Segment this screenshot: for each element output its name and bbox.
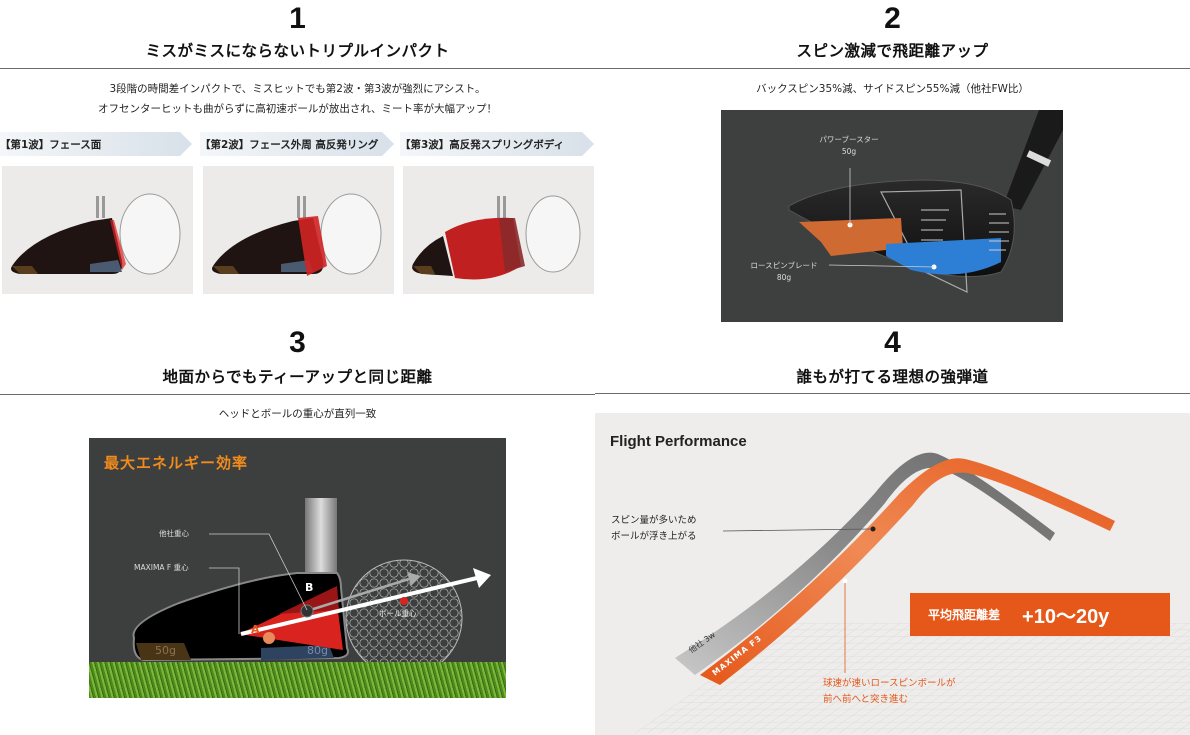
center-of-gravity-diagram: 最大エネルギー効率 B A 他社重	[89, 438, 506, 698]
diagram-heading: 最大エネルギー効率	[104, 454, 249, 472]
grass-ground	[89, 662, 506, 698]
competitor-cg-label: 他社重心	[159, 529, 189, 538]
club-impact-illustration-3	[412, 195, 581, 280]
power-booster-callout: パワーブースター 50g	[799, 134, 899, 158]
wave-3-label: 【第3波】高反発スプリングボディ	[400, 132, 594, 156]
section-1-lead-line-2: オフセンターヒットも曲がらずに高初速ボールが放出され、ミート率が大幅アップ！	[98, 103, 497, 115]
competitor-note-line-2: ボールが浮き上がる	[611, 531, 697, 542]
badge-value: +10〜20y	[1022, 606, 1110, 628]
section-3-title: 地面からでもティーアップと同じ距離	[162, 368, 433, 386]
section-4-number: 4	[884, 326, 901, 359]
power-booster-weight: 50g	[841, 147, 857, 156]
club-head-cutaway-image: パワーブースター 50g ロースピンブレード 80g	[721, 110, 1063, 322]
maxima-note-line-1: 球速が速いロースピンボールが	[823, 678, 956, 689]
point-a-label: A	[251, 623, 260, 636]
competitor-note-line-1: スピン量が多いため	[611, 515, 697, 526]
club-head-cutaway-illustration	[788, 110, 1063, 293]
point-b-label: B	[305, 581, 314, 594]
low-spin-blade-weight: 80g	[776, 273, 792, 282]
trajectory-ribbons	[675, 452, 1115, 685]
impact-panel-1	[2, 166, 193, 294]
flight-performance-chart: Flight Performance 他社 3w MAXIMA F3 スピン量が…	[595, 413, 1190, 735]
maxima-cg-label: MAXIMA F 重心	[134, 563, 189, 572]
club-ball-cg-illustration	[132, 498, 491, 677]
section-3-divider	[0, 394, 595, 395]
section-1-title: ミスがミスにならないトリプルインパクト	[145, 42, 450, 60]
club-impact-illustration-2	[212, 193, 382, 276]
section-1-number: 1	[289, 2, 306, 35]
distance-gain-badge: 平均飛距離差 +10〜20y	[910, 593, 1170, 636]
maxima-note-line-2: 前へ前へと突き進む	[823, 694, 909, 705]
wave-1-text: 【第1波】フェース面	[0, 138, 102, 151]
section-1-divider	[0, 68, 595, 69]
power-booster-name: パワーブースター	[819, 135, 879, 144]
section-4-title: 誰もが打てる理想の強弾道	[796, 368, 989, 386]
ball-cg-label: ボール重心	[379, 609, 417, 618]
section-2-divider	[595, 68, 1190, 69]
section-3-number: 3	[289, 326, 306, 359]
competitor-note: スピン量が多いため ボールが浮き上がる	[611, 513, 697, 545]
badge-label: 平均飛距離差	[928, 608, 1001, 622]
wave-2-text: 【第2波】フェース外周 高反発リング	[200, 138, 379, 151]
low-spin-blade-callout: ロースピンブレード 80g	[739, 260, 829, 284]
section-1-lead-line-1: 3段階の時間差インパクトで、ミスヒットでも第2波・第3波が強烈にアシスト。	[109, 83, 486, 95]
section-2-number: 2	[884, 2, 901, 35]
wave-2-label: 【第2波】フェース外周 高反発リング	[200, 132, 394, 156]
section-3-lead: ヘッドとボールの重心が直列一致	[218, 408, 377, 420]
rear-weight-label: 50g	[155, 644, 176, 657]
section-2-lead: バックスピン35%減、サイドスピン55%減（他社FW比）	[756, 83, 1029, 95]
low-spin-blade-name: ロースピンブレード	[750, 261, 818, 270]
wave-3-text: 【第3波】高反発スプリングボディ	[400, 138, 565, 151]
impact-panel-3	[403, 166, 594, 294]
impact-panel-2	[203, 166, 394, 294]
chart-heading: Flight Performance	[610, 433, 747, 450]
section-4-divider	[595, 393, 1190, 394]
club-impact-illustration-1	[11, 193, 181, 275]
maxima-note: 球速が速いロースピンボールが 前へ前へと突き進む	[823, 676, 956, 708]
wave-1-label: 【第1波】フェース面	[0, 132, 192, 156]
sole-weight-label: 80g	[307, 644, 328, 657]
section-2-title: スピン激減で飛距離アップ	[796, 42, 989, 60]
